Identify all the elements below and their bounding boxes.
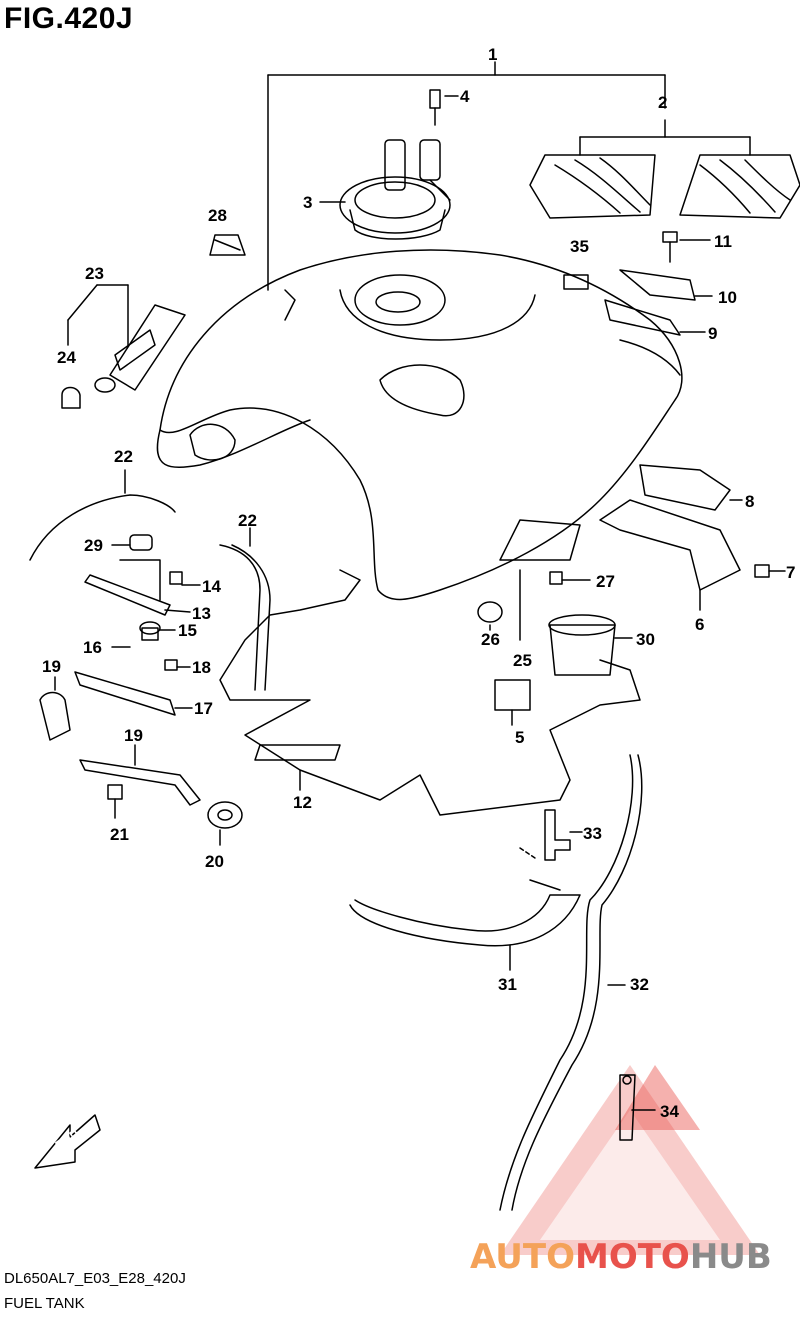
callout-28: 28 — [208, 206, 227, 225]
callout-4: 4 — [460, 87, 470, 106]
callout-24: 24 — [57, 348, 76, 367]
watermark-logo — [500, 1065, 760, 1255]
callout-10: 10 — [718, 288, 737, 307]
callout-35: 35 — [570, 237, 589, 256]
callout-27: 27 — [596, 572, 615, 591]
callout-30: 30 — [636, 630, 655, 649]
callout-25: 25 — [513, 651, 532, 670]
callout-22-left: 22 — [114, 447, 133, 466]
callout-34: 34 — [660, 1102, 679, 1121]
hose-31 — [349, 894, 581, 947]
callout-18: 18 — [192, 658, 211, 677]
heat-shield-12 — [219, 569, 641, 816]
callout-1: 1 — [488, 45, 497, 64]
callout-33: 33 — [583, 824, 602, 843]
callout-26: 26 — [481, 630, 500, 649]
callout-20: 20 — [205, 852, 224, 871]
callout-6: 6 — [695, 615, 704, 634]
hose-joint-33 — [519, 809, 583, 861]
fuel-cap-assembly — [319, 89, 459, 240]
hose-22-left — [29, 494, 176, 561]
bracket-17-group — [74, 621, 193, 716]
model-code: DL650AL7_E03_E28_420J — [4, 1270, 186, 1287]
callout-19-lower: 19 — [124, 726, 143, 745]
hose-32 — [499, 754, 634, 1211]
figure-title: FIG.420J — [4, 2, 134, 35]
part-name: FUEL TANK — [4, 1295, 85, 1312]
callout-7: 7 — [786, 563, 795, 582]
tank-pad-pair — [529, 154, 800, 219]
callout-32: 32 — [630, 975, 649, 994]
fwd-arrow-icon — [34, 1114, 101, 1169]
cap-plate-assembly — [604, 231, 713, 336]
callout-labels: 1 2 3 4 5 6 7 8 9 10 11 12 13 14 15 16 1… — [42, 45, 795, 1121]
bracket-6-group — [599, 464, 786, 611]
callout-23: 23 — [85, 264, 104, 283]
callout-5: 5 — [515, 728, 524, 747]
pump-bracket-group — [477, 519, 633, 726]
callout-16: 16 — [83, 638, 102, 657]
callout-14: 14 — [202, 577, 221, 596]
callout-11: 11 — [714, 232, 732, 251]
leader-group-1-2 — [267, 61, 751, 291]
fuel-tank-body — [156, 249, 683, 601]
emblem-28 — [209, 234, 246, 256]
callout-9: 9 — [708, 324, 717, 343]
clip-34 — [619, 1074, 656, 1141]
callout-8: 8 — [745, 492, 754, 511]
callout-12: 12 — [293, 793, 312, 812]
callout-22-center: 22 — [238, 511, 257, 530]
callout-21: 21 — [110, 825, 129, 844]
callout-17: 17 — [194, 699, 213, 718]
callout-31: 31 — [498, 975, 517, 994]
bracket-19-group — [39, 676, 243, 846]
callout-29: 29 — [84, 536, 103, 555]
callout-13: 13 — [192, 604, 211, 623]
callout-3: 3 — [303, 193, 312, 212]
callout-19-upper: 19 — [42, 657, 61, 676]
callout-15: 15 — [178, 621, 197, 640]
watermark-text: AUTOMOTOHUB — [470, 1237, 772, 1277]
cover-23-group — [61, 284, 186, 409]
bracket-13-group — [84, 534, 201, 616]
callout-2: 2 — [658, 93, 667, 112]
hose-22-center — [219, 544, 261, 691]
